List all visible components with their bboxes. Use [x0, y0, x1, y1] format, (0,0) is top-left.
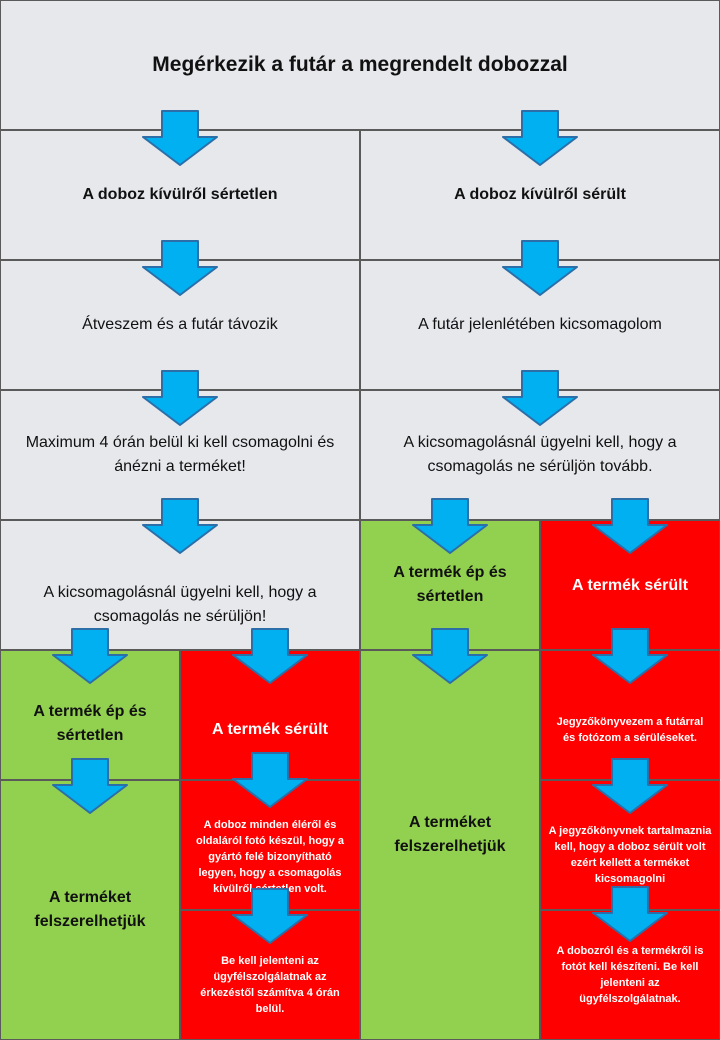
down-arrow-icon [592, 628, 668, 684]
right-damaged-action-3: A dobozról és a termékről is fotót kell … [540, 910, 720, 1040]
left-damaged-action-1-text: A doboz minden éléről és oldaláról fotó … [196, 819, 344, 895]
left-step-3-text: Maximum 4 órán belül ki kell csomagolni … [25, 434, 335, 475]
down-arrow-icon [502, 240, 578, 296]
right-step-2-text: A futár jelenlétében kicsomagolom [418, 316, 662, 333]
left-damaged-action-2-text: Be kell jelenteni az ügyfélszolgálatnak … [200, 955, 340, 1015]
right-step-3-text: A kicsomagolásnál ügyelni kell, hogy a c… [403, 434, 677, 475]
down-arrow-icon [592, 758, 668, 814]
down-arrow-icon [412, 628, 488, 684]
left-step-2-text: Átveszem és a futár távozik [82, 316, 278, 333]
down-arrow-icon [592, 498, 668, 554]
right-ok-status-text: A termék ép és sértetlen [393, 564, 507, 605]
right-ok-result-text: A terméket felszerelhetjük [394, 814, 506, 855]
right-damaged-action-1-text: Jegyzőkönyvezem a futárral és fotózom a … [556, 716, 704, 744]
down-arrow-icon [142, 240, 218, 296]
down-arrow-icon [142, 370, 218, 426]
right-step-3: A kicsomagolásnál ügyelni kell, hogy a c… [360, 390, 720, 520]
down-arrow-icon [502, 110, 578, 166]
down-arrow-icon [592, 886, 668, 942]
down-arrow-icon [502, 370, 578, 426]
down-arrow-icon [52, 628, 128, 684]
down-arrow-icon [232, 752, 308, 808]
down-arrow-icon [142, 110, 218, 166]
right-damaged-action-3-text: A dobozról és a termékről is fotót kell … [556, 945, 704, 1005]
title-box: Megérkezik a futár a megrendelt dobozzal [0, 0, 720, 130]
down-arrow-icon [412, 498, 488, 554]
right-step-1-text: A doboz kívülről sérült [454, 186, 626, 203]
down-arrow-icon [232, 628, 308, 684]
left-ok-result-text: A terméket felszerelhetjük [34, 889, 146, 930]
left-ok-result: A terméket felszerelhetjük [0, 780, 180, 1040]
flow-title: Megérkezik a futár a megrendelt dobozzal [152, 53, 568, 76]
left-damaged-status-text: A termék sérült [212, 721, 328, 738]
left-step-4-text: A kicsomagolásnál ügyelni kell, hogy a c… [43, 584, 317, 625]
left-step-1-text: A doboz kívülről sértetlen [82, 186, 278, 203]
down-arrow-icon [232, 888, 308, 944]
right-damaged-status-text: A termék sérült [572, 577, 688, 594]
down-arrow-icon [52, 758, 128, 814]
right-ok-result: A terméket felszerelhetjük [360, 650, 540, 1040]
left-ok-status-text: A termék ép és sértetlen [33, 703, 147, 744]
down-arrow-icon [142, 498, 218, 554]
right-damaged-action-2-text: A jegyzőkönyvnek tartalmaznia kell, hogy… [548, 825, 712, 885]
